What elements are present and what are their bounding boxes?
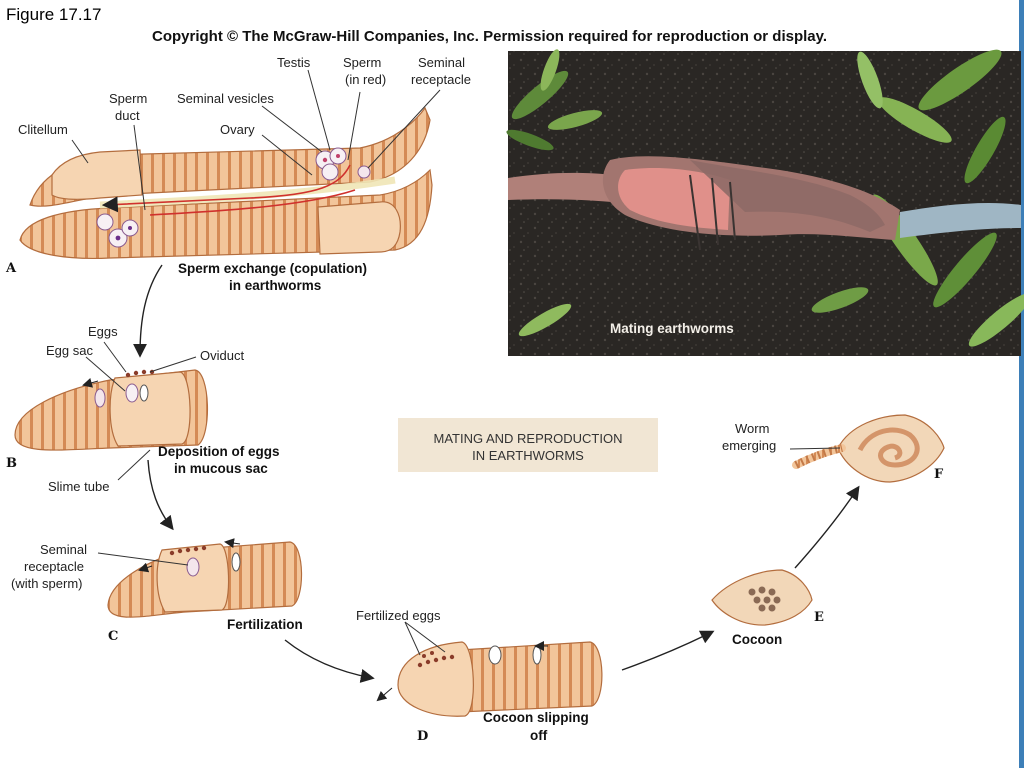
label-seminal-1: Seminal: [40, 542, 87, 557]
mating-earthworms-photo: Mating earthworms: [506, 49, 1024, 356]
caption-b-2: in mucous sac: [174, 461, 268, 476]
arrow-c-to-d: [284, 639, 375, 683]
caption-a-2: in earthworms: [229, 278, 321, 293]
panel-d-cocoon-slipping-off: Fertilized eggs D Cocoon slipping off: [356, 608, 603, 744]
panel-letter-f: F: [934, 467, 944, 482]
photo-worm-pair: [508, 156, 1021, 251]
title-box-line-2: IN EARTHWORMS: [472, 448, 584, 463]
panel-letter-c: C: [108, 629, 118, 644]
label-seminal-3: (with sperm): [11, 576, 83, 591]
slide-edge-stripe: [1019, 0, 1024, 768]
panel-a-copulating-worms: Clitellum Sperm duct Seminal vesicles Ov…: [5, 55, 471, 293]
label-sperm-duct-1: Sperm: [109, 91, 147, 106]
clitellum-lower: [317, 201, 401, 255]
panel-e-cocoon: E Cocoon: [711, 569, 824, 647]
label-clitellum: Clitellum: [18, 122, 68, 137]
caption-d-1: Cocoon slipping: [483, 710, 589, 725]
label-slime-tube: Slime tube: [48, 479, 109, 494]
seminal-vesicles-lower: [96, 213, 139, 248]
mucous-sac: [109, 371, 191, 447]
panel-f-worm-emerging: Worm emerging F: [722, 414, 945, 483]
label-sperm-red-1: Sperm: [343, 55, 381, 70]
label-seminal-receptacle-2: receptacle: [411, 72, 471, 87]
label-eggs: Eggs: [88, 324, 118, 339]
arrow-a-to-b: [133, 264, 163, 358]
label-sperm-duct-2: duct: [115, 108, 140, 123]
panel-letter-e: E: [814, 610, 824, 625]
mucous-band-c: [156, 543, 230, 613]
panel-letter-a: A: [5, 261, 17, 276]
copyright-notice: Copyright © The McGraw-Hill Companies, I…: [152, 28, 828, 45]
panel-c-fertilization: Seminal receptacle (with sperm) C Fertil…: [11, 538, 303, 644]
arrow-d-to-e: [621, 630, 715, 671]
label-testis: Testis: [277, 55, 311, 70]
label-fertilized-eggs: Fertilized eggs: [356, 608, 441, 623]
figure-label: Figure 17.17: [6, 5, 102, 24]
label-oviduct: Oviduct: [200, 348, 244, 363]
arrow-e-to-f: [794, 485, 860, 569]
panel-letter-b: B: [6, 456, 17, 471]
label-seminal-receptacle-1: Seminal: [418, 55, 465, 70]
cocoon-band-d: [397, 641, 474, 717]
sperm-path-red: [101, 164, 351, 213]
label-seminal-vesicles: Seminal vesicles: [177, 91, 274, 106]
panel-b-egg-deposition: Eggs Egg sac Oviduct Slime tube B Deposi…: [6, 324, 280, 494]
label-worm-emerging-2: emerging: [722, 438, 776, 453]
title-box-line-1: MATING AND REPRODUCTION: [434, 431, 623, 446]
caption-d-2: off: [530, 728, 548, 743]
caption-b-1: Deposition of eggs: [158, 444, 280, 459]
seminal-vesicles-upper: [315, 147, 371, 181]
arrow-b-to-c: [147, 459, 174, 531]
clitellum-upper: [51, 149, 143, 200]
label-egg-sac: Egg sac: [46, 343, 93, 358]
label-ovary: Ovary: [220, 122, 255, 137]
caption-c: Fertilization: [227, 617, 303, 632]
photo-caption: Mating earthworms: [610, 321, 734, 336]
leaf-cluster-left: [506, 49, 603, 151]
panel-letter-d: D: [417, 729, 428, 744]
label-seminal-2: receptacle: [24, 559, 84, 574]
label-sperm-red-2: (in red): [345, 72, 386, 87]
leaf-cluster-right: [518, 49, 1024, 347]
caption-e: Cocoon: [732, 632, 782, 647]
title-box: MATING AND REPRODUCTION IN EARTHWORMS: [398, 418, 658, 472]
label-worm-emerging-1: Worm: [735, 421, 769, 436]
caption-a-1: Sperm exchange (copulation): [178, 261, 367, 276]
